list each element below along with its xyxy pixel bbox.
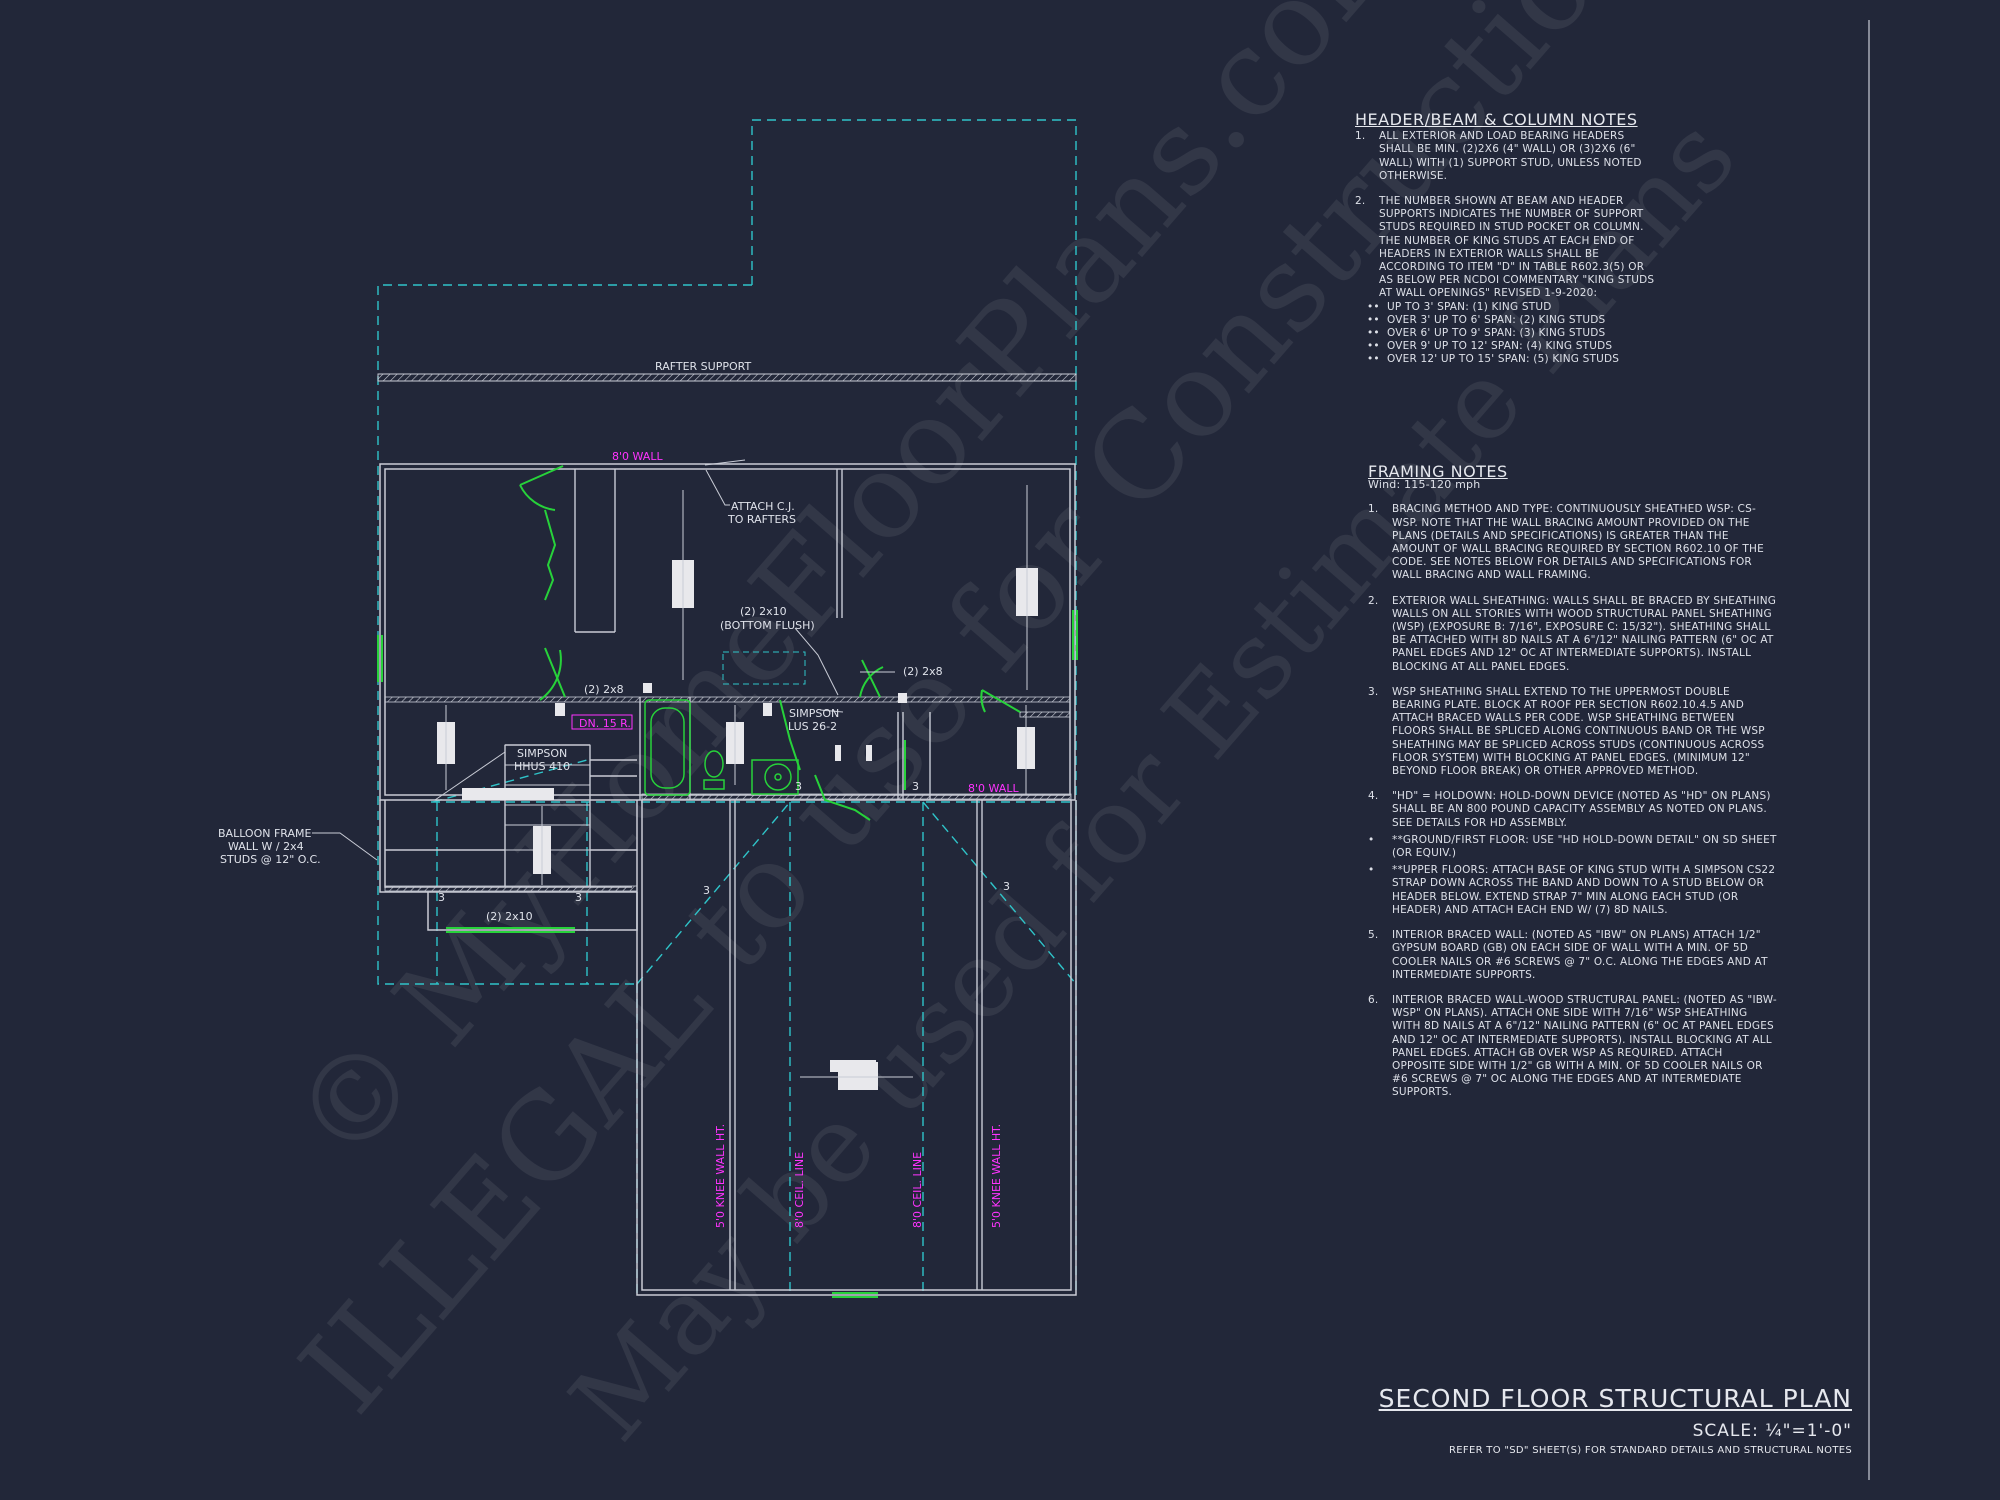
interior-walls — [385, 469, 983, 1290]
label-2-2x10: (2) 2x10 — [740, 605, 787, 618]
label-num-3-e: 3 — [703, 884, 710, 897]
header-subitem: ••OVER 3' UP TO 6' SPAN: (2) KING STUDS — [1367, 313, 1606, 326]
header-subitem: ••OVER 12' UP TO 15' SPAN: (5) KING STUD… — [1367, 353, 1620, 366]
leader-lines — [312, 469, 895, 861]
doors-windows — [377, 465, 1078, 1298]
framing-note-bullet: •**UPPER FLOORS: ATTACH BASE OF KING STU… — [1368, 864, 1776, 916]
framing-note-item: 4."HD" = HOLDOWN: HOLD-DOWN DEVICE (NOTE… — [1368, 790, 1771, 829]
interior-beam-upper — [384, 696, 1071, 703]
label-num-3-f: 3 — [1003, 880, 1010, 893]
label-simpson-hhus-2: HHUS 410 — [514, 760, 570, 773]
framing-note-item: 3.WSP SHEATHING SHALL EXTEND TO THE UPPE… — [1368, 685, 1765, 778]
dn-label-box — [571, 714, 633, 730]
label-ceil-line-left: 8'0 CEIL. LINE — [793, 1152, 806, 1228]
label-simpson-lus-1: SIMPSON — [789, 707, 839, 720]
wind-speed: Wind: 115-120 mph — [1368, 478, 1481, 492]
closet-beam — [1019, 711, 1071, 718]
label-to-rafters: TO RAFTERS — [727, 513, 796, 526]
label-2-2x8-left: (2) 2x8 — [584, 683, 624, 696]
label-8-0-wall-top: 8'0 WALL — [612, 450, 663, 463]
label-attach-cj: ATTACH C.J. — [731, 500, 795, 513]
label-num-3-c: 3 — [795, 780, 802, 793]
drawing-refer-note: REFER TO "SD" SHEET(S) FOR STANDARD DETA… — [1449, 1445, 1852, 1456]
label-ceil-line-right: 8'0 CEIL. LINE — [911, 1152, 924, 1228]
header-note-item: 2.THE NUMBER SHOWN AT BEAM AND HEADER SU… — [1355, 195, 1655, 300]
header-notes-title: HEADER/BEAM & COLUMN NOTES — [1355, 110, 1638, 129]
header-beam-notes: HEADER/BEAM & COLUMN NOTES 1.ALL EXTERIO… — [1355, 110, 1655, 367]
label-num-3-d: 3 — [912, 780, 919, 793]
bathroom-fixtures — [644, 699, 799, 796]
label-balloon-3: STUDS @ 12" O.C. — [220, 853, 321, 866]
span-arrows — [445, 459, 1028, 1078]
stair-beam — [384, 885, 638, 892]
attic-access-outline — [722, 651, 806, 685]
framing-note-item: 6.INTERIOR BRACED WALL-WOOD STRUCTURAL P… — [1368, 993, 1777, 1099]
label-balloon-2: WALL W / 2x4 — [228, 840, 304, 853]
label-dn-15r: DN. 15 R. — [579, 717, 631, 730]
header-subitem: ••OVER 9' UP TO 12' SPAN: (4) KING STUDS — [1367, 340, 1613, 353]
label-num-3-b: 3 — [575, 891, 582, 904]
rafter-support-beam — [377, 373, 1077, 382]
label-simpson-lus-2: LUS 26-2 — [788, 720, 837, 733]
label-knee-wall-right: 5'0 KNEE WALL HT. — [990, 1124, 1003, 1228]
label-balloon-1: BALLOON FRAME — [218, 827, 312, 840]
header-subitem: ••UP TO 3' SPAN: (1) KING STUD — [1367, 300, 1552, 313]
label-2-2x10-bottom: (2) 2x10 — [486, 910, 533, 923]
rafter-support-label: RAFTER SUPPORT — [655, 360, 751, 373]
exterior-walls — [379, 463, 1077, 1296]
framing-note-item: 1.BRACING METHOD AND TYPE: CONTINUOUSLY … — [1368, 503, 1764, 582]
stair-header-beam — [462, 788, 554, 800]
label-simpson-hhus-1: SIMPSON — [517, 747, 567, 760]
label-knee-wall-left: 5'0 KNEE WALL HT. — [714, 1124, 727, 1228]
framing-note-bullet: •**GROUND/FIRST FLOOR: USE "HD HOLD-DOWN… — [1368, 833, 1777, 860]
framing-note-item: 5.INTERIOR BRACED WALL: (NOTED AS "IBW" … — [1368, 929, 1768, 981]
framing-notes-title: FRAMING NOTES — [1368, 462, 1508, 481]
header-subitem: ••OVER 6' UP TO 9' SPAN: (3) KING STUDS — [1367, 327, 1606, 340]
label-bottom-flush: (BOTTOM FLUSH) — [720, 619, 815, 632]
drawing-title: SECOND FLOOR STRUCTURAL PLAN — [1378, 1384, 1852, 1413]
interior-beam-lower — [641, 793, 1072, 800]
framing-notes: FRAMING NOTES Wind: 115-120 mph 1.BRACIN… — [1368, 462, 1778, 1112]
header-note-item: 1.ALL EXTERIOR AND LOAD BEARING HEADERS … — [1355, 130, 1642, 182]
framing-note-item: 2.EXTERIOR WALL SHEATHING: WALLS SHALL B… — [1368, 594, 1777, 673]
label-8-0-wall-right: 8'0 WALL — [968, 782, 1019, 795]
roof-outline — [377, 119, 1077, 1295]
label-2-2x8-right: (2) 2x8 — [903, 665, 943, 678]
label-num-3-a: 3 — [438, 891, 445, 904]
drawing-scale: SCALE: ¼"=1'-0" — [1692, 1421, 1852, 1441]
